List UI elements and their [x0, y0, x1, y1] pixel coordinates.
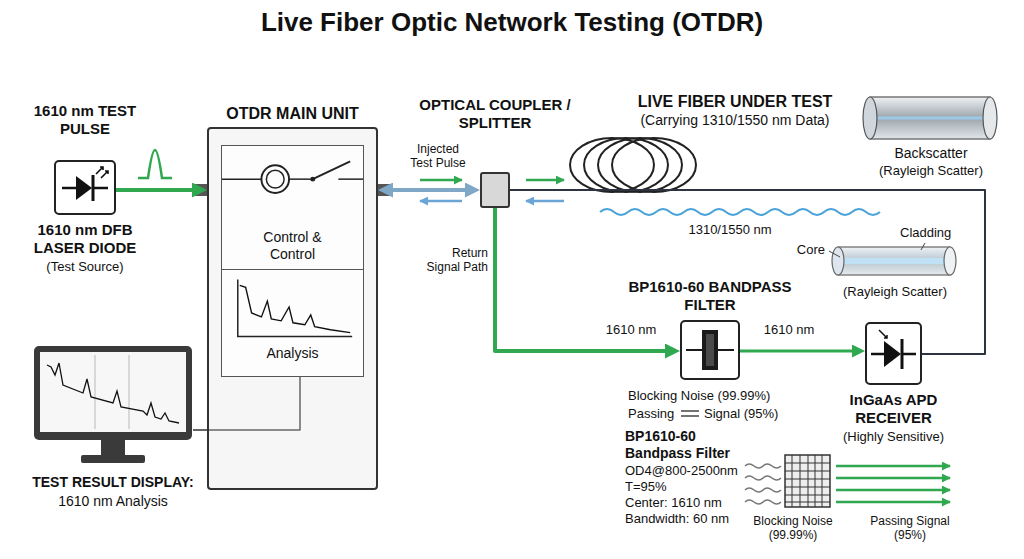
icon — [33, 345, 193, 465]
icon — [222, 149, 363, 229]
annotation-label: LIVE FIBER UNDER TEST — [610, 92, 860, 111]
node-text: BP1610-60 BANDPASS FILTER — [615, 278, 805, 314]
icon — [867, 324, 920, 383]
connector-label: Injected Test Pulse — [405, 142, 471, 170]
text-group: BP1610-60 BANDPASS FILTER — [615, 278, 805, 314]
connector — [740, 350, 857, 353]
icon — [222, 273, 363, 345]
annotation-label: Signal (95%) — [704, 406, 799, 422]
node-text: (Highly Sensitive) — [819, 429, 969, 445]
node-text: 1610 nm Analysis — [13, 493, 213, 510]
text-group: OTDR MAIN UNIT — [193, 104, 393, 123]
annotation-label: 1610 nm TEST PULSE — [25, 102, 145, 138]
node-text: Analysis — [233, 345, 353, 362]
control-panel: Control & Control — [221, 145, 364, 270]
annotation-label: Center: 1610 nm — [625, 495, 743, 511]
backscatter-wave — [600, 209, 880, 215]
annotation-label: (Rayleigh Scatter) — [830, 284, 960, 300]
icon — [682, 322, 738, 378]
test-result-display: TEST RESULT DISPLAY:1610 nm Analysis — [33, 345, 193, 465]
annotation-label: Backscatter — [866, 145, 996, 162]
text-group: TEST RESULT DISPLAY: 1610 nm Analysis — [13, 473, 213, 510]
noise-waves — [745, 464, 781, 504]
connector-label: 1610 nm — [757, 322, 821, 338]
otdr-unit: OTDR MAIN UNITControl & ControlAnalysis — [207, 127, 378, 490]
equals-sign — [681, 411, 699, 416]
analysis-panel: Analysis — [221, 269, 364, 377]
annotation-label: Cladding — [900, 225, 970, 241]
node-text: InGaAs APD RECEIVER — [819, 391, 969, 427]
bandpass-filter-box: BP1610-60 BANDPASS FILTER — [680, 320, 740, 380]
passing-arrows — [836, 466, 950, 502]
annotation-label: OD4@800-2500nm — [625, 463, 743, 479]
node-text: Control & Control — [243, 229, 343, 263]
annotation-label: (Carrying 1310/1550 nm Data) — [610, 112, 860, 129]
laser-diode-box: 1610 nm DFB LASER DIODE(Test Source) — [54, 160, 116, 215]
node-text: OPTICAL COUPLER / SPLITTER — [400, 96, 590, 132]
icon — [56, 162, 114, 213]
annotation-label: Bandwidth: 60 nm — [625, 511, 743, 527]
connector — [116, 188, 198, 192]
connector — [387, 188, 471, 192]
annotation-label: T=95% — [625, 479, 743, 495]
text-group: InGaAs APD RECEIVER (Highly Sensitive) — [819, 391, 969, 445]
annotation-label: Blocking Noise (99.99%) — [748, 514, 838, 542]
annotation-label: 1310/1550 nm — [680, 222, 780, 238]
diagram-title: Live Fiber Optic Network Testing (OTDR) — [0, 6, 1024, 38]
annotation-label: Passing — [628, 406, 680, 422]
backscatter-cylinder — [863, 97, 997, 139]
annotation-label: 1610 nm — [596, 322, 666, 338]
text-group: OPTICAL COUPLER / SPLITTER — [400, 96, 590, 132]
coupler-box: OPTICAL COUPLER / SPLITTER — [480, 172, 510, 208]
connector-label: Return Signal Path — [416, 246, 488, 274]
text-group: 1610 nm DFB LASER DIODE (Test Source) — [10, 221, 160, 275]
node-text: TEST RESULT DISPLAY: — [13, 473, 213, 491]
filter-mesh — [785, 455, 830, 507]
annotation-label: Passing Signal (95%) — [860, 514, 960, 542]
annotation-label: (Rayleigh Scatter) — [866, 163, 996, 179]
apd-receiver-box: InGaAs APD RECEIVER(Highly Sensitive) — [865, 322, 922, 385]
node-text: OTDR MAIN UNIT — [193, 104, 393, 123]
fiber-coil — [570, 138, 696, 192]
core-cladding-cylinder — [829, 243, 956, 275]
annotation-label: Blocking Noise (99.99%) — [628, 388, 793, 404]
annotation-label: BP1610-60 Bandpass Filter — [625, 428, 745, 462]
test-pulse-glyph — [138, 150, 172, 178]
node-text: 1610 nm DFB LASER DIODE — [10, 221, 160, 257]
annotation-label: Core — [780, 242, 825, 258]
node-text: (Test Source) — [10, 259, 160, 275]
